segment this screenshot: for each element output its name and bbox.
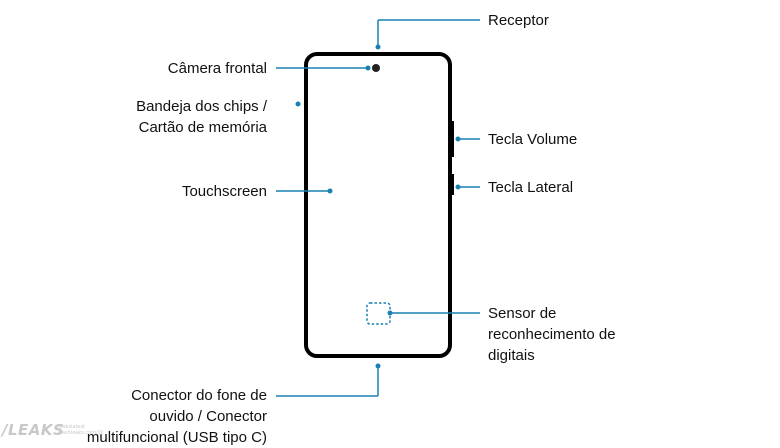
label-sensor: Sensor de reconhecimento de digitais <box>488 303 616 366</box>
watermark-line1: lookslatest <box>58 424 86 430</box>
receiver-slot <box>368 52 388 55</box>
front-camera-dot <box>372 64 380 72</box>
side-key <box>450 174 454 195</box>
fingerprint-sensor-area <box>366 302 391 325</box>
leader-lateral-dot <box>455 184 461 190</box>
volume-key <box>450 121 454 157</box>
label-tecla-volume: Tecla Volume <box>488 131 578 148</box>
leader-camera-dot <box>365 65 371 71</box>
watermark-text: lookslatest slashleaks.com/@ <box>58 424 103 436</box>
label-bandeja: Bandeja dos chips / Cartão de memória <box>136 96 267 138</box>
watermark-logo: /LEAKS <box>2 421 65 439</box>
label-tecla-lateral: Tecla Lateral <box>488 179 574 196</box>
label-touchscreen: Touchscreen <box>181 183 267 200</box>
label-sensor-line1: Sensor de <box>488 305 557 322</box>
label-conector-line1: Conector do fone de <box>131 387 267 404</box>
label-conector: Conector do fone de ouvido / Conector mu… <box>87 385 267 448</box>
label-bandeja-line2: Cartão de memória <box>138 119 267 136</box>
watermark-line2: slashleaks.com/@ <box>58 430 103 436</box>
leader-bandeja-dot <box>295 101 301 107</box>
leader-receptor-dot <box>375 44 381 50</box>
leader-touchscreen-dot <box>327 188 333 194</box>
label-conector-line3: multifuncional (USB tipo C) <box>86 429 267 446</box>
leader-volume-dot <box>455 136 461 142</box>
leader-sensor-dot <box>387 310 393 316</box>
label-sensor-line2: reconhecimento de <box>488 326 616 343</box>
label-sensor-line3: digitais <box>488 347 535 364</box>
label-bandeja-line1: Bandeja dos chips / <box>136 98 267 115</box>
label-receptor: Receptor <box>488 12 549 29</box>
phone-outline <box>304 52 452 358</box>
leader-conector-dot <box>375 363 381 369</box>
label-camera-frontal: Câmera frontal <box>167 60 267 77</box>
label-conector-line2: ouvido / Conector <box>149 408 267 425</box>
